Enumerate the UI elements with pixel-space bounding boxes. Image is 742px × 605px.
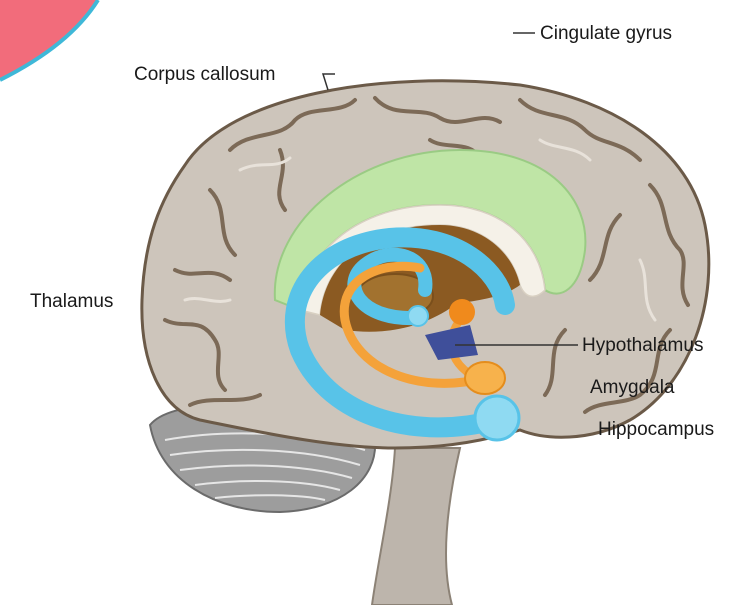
label-hippocampus: Hippocampus — [598, 420, 714, 439]
corner-accent — [0, 0, 98, 80]
label-cingulate-gyrus: Cingulate gyrus — [540, 24, 672, 43]
label-corpus-callosum: Corpus callosum — [134, 65, 276, 84]
mammillary-body — [449, 299, 475, 325]
hippocampus-bulb — [475, 396, 519, 440]
amygdala-region — [465, 362, 505, 394]
label-amygdala: Amygdala — [590, 378, 675, 397]
brainstem — [372, 448, 460, 605]
fornix-end — [408, 306, 428, 326]
label-thalamus: Thalamus — [30, 292, 113, 311]
label-hypothalamus: Hypothalamus — [582, 336, 703, 355]
